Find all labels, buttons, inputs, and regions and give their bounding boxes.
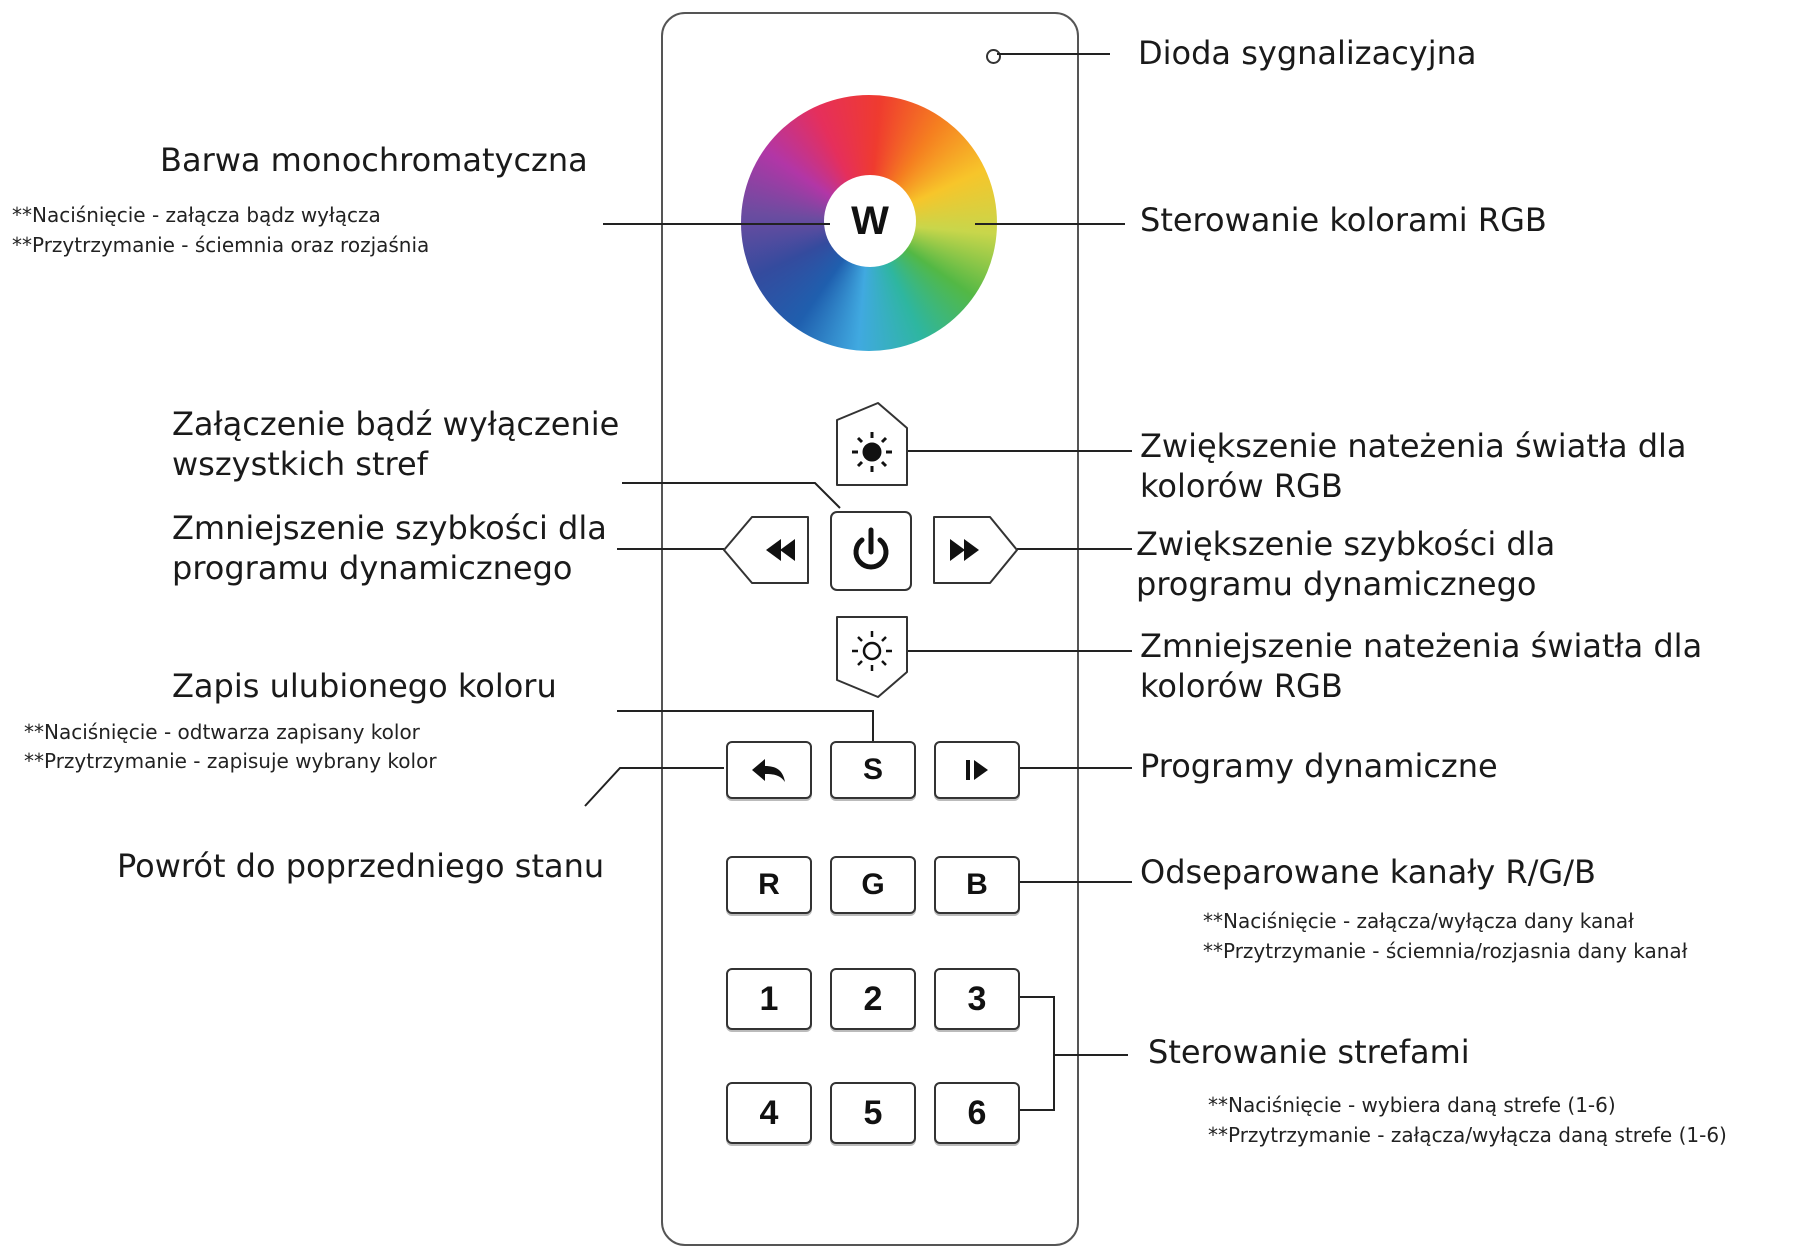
rewind-icon <box>766 539 795 561</box>
all-zones-label-1: Załączenie bądź wyłączenie <box>172 405 620 443</box>
rgb-control-label: Sterowanie kolorami RGB <box>1140 201 1547 239</box>
sun-icon <box>852 432 892 472</box>
zone-1-button[interactable]: 1 <box>726 968 812 1030</box>
brightness-up-label-2: kolorów RGB <box>1140 467 1343 505</box>
back-label: Powrót do poprzedniego stanu <box>117 847 605 885</box>
zone-4-button[interactable]: 4 <box>726 1082 812 1144</box>
all-zones-label-2: wszystkich stref <box>172 445 428 483</box>
favorite-title: Zapis ulubionego koloru <box>172 667 557 705</box>
speed-down-label-2: programu dynamicznego <box>172 549 573 587</box>
back-arrow-icon <box>752 759 785 782</box>
fast-forward-icon <box>950 539 979 561</box>
channels-note-2: **Przytrzymanie - ściemnia/rozjasnia dan… <box>1203 939 1688 963</box>
favorite-note-2: **Przytrzymanie - zapisuje wybrany kolor <box>24 749 437 773</box>
channels-note-1: **Naciśnięcie - załącza/wyłącza dany kan… <box>1203 909 1634 933</box>
brightness-down-label-1: Zmniejszenie nateżenia światła dla <box>1140 627 1703 665</box>
led-label: Dioda sygnalizacyjna <box>1138 34 1477 72</box>
channel-g-button[interactable]: G <box>830 856 916 914</box>
zones-label: Sterowanie strefami <box>1148 1033 1470 1071</box>
led-indicator <box>986 49 1001 64</box>
speed-up-label-2: programu dynamicznego <box>1136 565 1537 603</box>
play-icon <box>966 760 988 780</box>
zone-3-button[interactable]: 3 <box>934 968 1020 1030</box>
white-button[interactable]: W <box>824 175 916 267</box>
sun-outline-icon <box>852 631 892 671</box>
mono-note-2: **Przytrzymanie - ściemnia oraz rozjaśni… <box>12 233 430 257</box>
speed-down-label-1: Zmniejszenie szybkości dla <box>172 509 607 547</box>
zone-5-button[interactable]: 5 <box>830 1082 916 1144</box>
back-button[interactable] <box>726 741 812 799</box>
zones-note-2: **Przytrzymanie - załącza/wyłącza daną s… <box>1208 1123 1727 1147</box>
channel-b-button[interactable]: B <box>934 856 1020 914</box>
brightness-down-button[interactable] <box>836 616 908 698</box>
favorite-note-1: **Naciśnięcie - odtwarza zapisany kolor <box>24 720 420 744</box>
zone-2-button[interactable]: 2 <box>830 968 916 1030</box>
brightness-down-label-2: kolorów RGB <box>1140 667 1343 705</box>
zones-note-1: **Naciśnięcie - wybiera daną strefe (1-6… <box>1208 1093 1616 1117</box>
mono-title: Barwa monochromatyczna <box>160 141 588 179</box>
channels-label: Odseparowane kanały R/G/B <box>1140 853 1596 891</box>
programs-label: Programy dynamiczne <box>1140 747 1498 785</box>
mono-note-1: **Naciśnięcie - załącza bądz wyłącza <box>12 203 381 227</box>
speed-up-label-1: Zwiększenie szybkości dla <box>1136 525 1556 563</box>
brightness-up-label-1: Zwiększenie nateżenia światła dla <box>1140 427 1687 465</box>
programs-button[interactable] <box>934 741 1020 799</box>
save-button[interactable]: S <box>830 741 916 799</box>
channel-r-button[interactable]: R <box>726 856 812 914</box>
connector-lines <box>584 53 1132 1111</box>
zone-6-button[interactable]: 6 <box>934 1082 1020 1144</box>
power-icon <box>853 527 889 570</box>
